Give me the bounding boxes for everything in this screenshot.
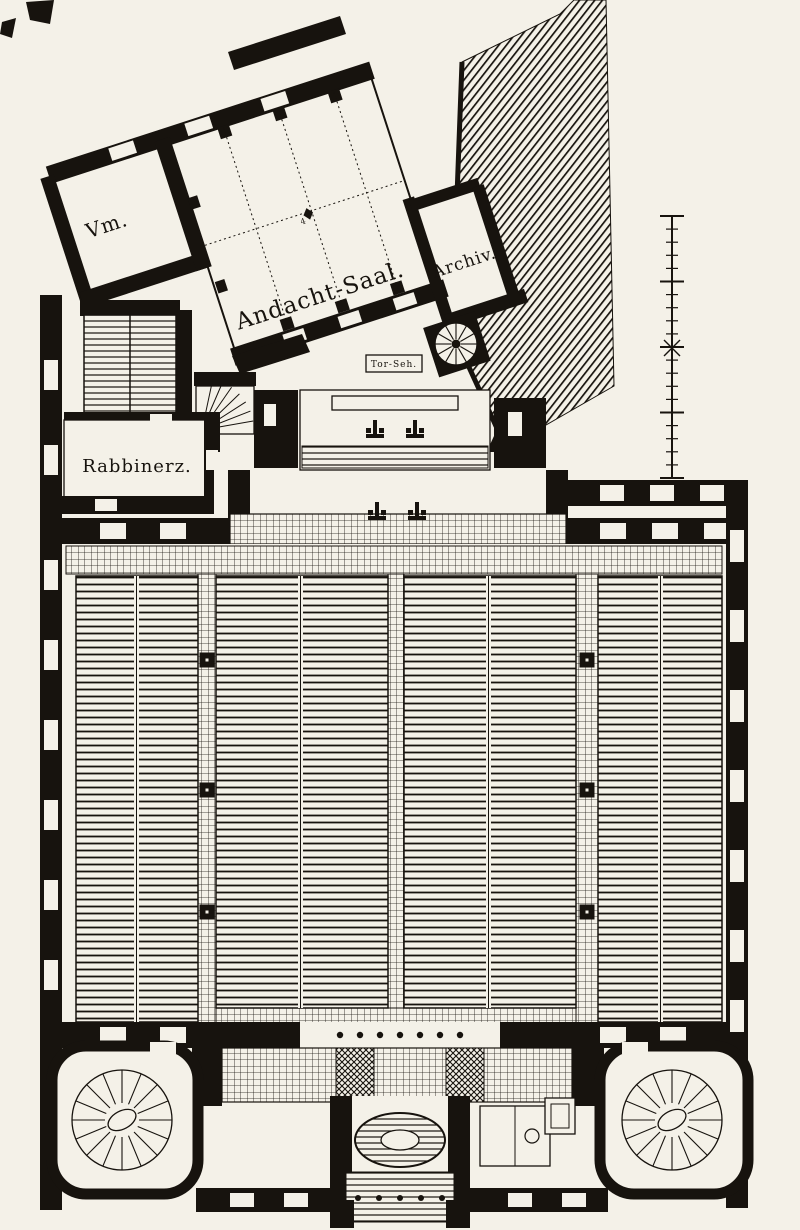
hall-archive-divider: [402, 196, 458, 334]
ark: [331, 395, 459, 411]
label-tor: Tor-Seh.: [371, 360, 417, 370]
rabbi-room-south-wall: [60, 496, 212, 514]
tor-label-box: [365, 354, 423, 373]
porch-pier-west: [330, 1200, 354, 1228]
annex-wing: [40, 61, 529, 378]
annex-connector-wall: [232, 334, 310, 374]
ceiling-bay-lines: [204, 91, 403, 328]
entrance-porch: [330, 1096, 470, 1228]
stair-core: [657, 1108, 687, 1132]
hall-columns: [199, 652, 595, 920]
hall-south-wall-windows: [100, 1027, 686, 1043]
service-rooms: [479, 1097, 576, 1167]
northeast-wall-windows: [600, 485, 724, 501]
south-wall-east: [468, 1188, 608, 1212]
east-wall-windows: [730, 530, 744, 1032]
porch-pier-east: [446, 1200, 470, 1228]
scale-bar: [660, 215, 684, 479]
south-wall-west: [196, 1188, 332, 1212]
hall-north-wall-windows: [100, 523, 726, 539]
aisle-west: [197, 573, 217, 1025]
archive-north-wall: [408, 177, 482, 212]
rabbi-room: [63, 419, 211, 499]
west-wing: [40, 295, 256, 1210]
vestibule-pier-east: [445, 1047, 485, 1103]
winder-stair: [195, 379, 255, 435]
connector-west-wall: [228, 470, 250, 520]
winder-stair-wall: [194, 372, 256, 386]
label-rabbinerzimmer: Rabbinerz.: [82, 456, 192, 477]
vestibule-pier-west: [335, 1047, 375, 1103]
label-bay-mark: 4: [299, 216, 308, 226]
apse-connector: [214, 389, 570, 520]
mosaic-band-north: [65, 545, 723, 575]
stair-east-wall: [176, 310, 192, 420]
stair-tower-southeast: [594, 1040, 754, 1200]
annex-west-wall: [40, 174, 97, 313]
entrance-zone: [46, 1040, 754, 1228]
vestibule-hall-divider: [154, 136, 212, 272]
west-wall-windows: [44, 360, 58, 990]
spiral-stair: [434, 322, 478, 366]
vestibule-south-wall: [79, 252, 208, 308]
aisle-east: [575, 573, 599, 1025]
stair-tower-southwest: [46, 1040, 204, 1200]
oval-core: [380, 1129, 420, 1151]
stair-north-wall: [80, 300, 180, 316]
corner-ink-marks: [0, 0, 54, 38]
gallery-strip: [229, 513, 567, 545]
mosaic-band-south: [215, 1007, 577, 1025]
aisle-center: [387, 573, 405, 1025]
platform-steps: [301, 445, 489, 469]
archive-east-wall: [472, 184, 522, 306]
balustrade-dots: [336, 1031, 464, 1039]
annex-wall-openings: [108, 90, 418, 347]
center-boss-mark: [303, 208, 314, 220]
south-wall-openings: [230, 1193, 586, 1207]
porch-column-dots: [355, 1195, 445, 1201]
vestibule-mosaic: [221, 1047, 573, 1103]
annex-outer-wall-fragment: [228, 16, 346, 70]
stair-core: [107, 1108, 137, 1132]
apse-west-pier: [254, 390, 298, 468]
